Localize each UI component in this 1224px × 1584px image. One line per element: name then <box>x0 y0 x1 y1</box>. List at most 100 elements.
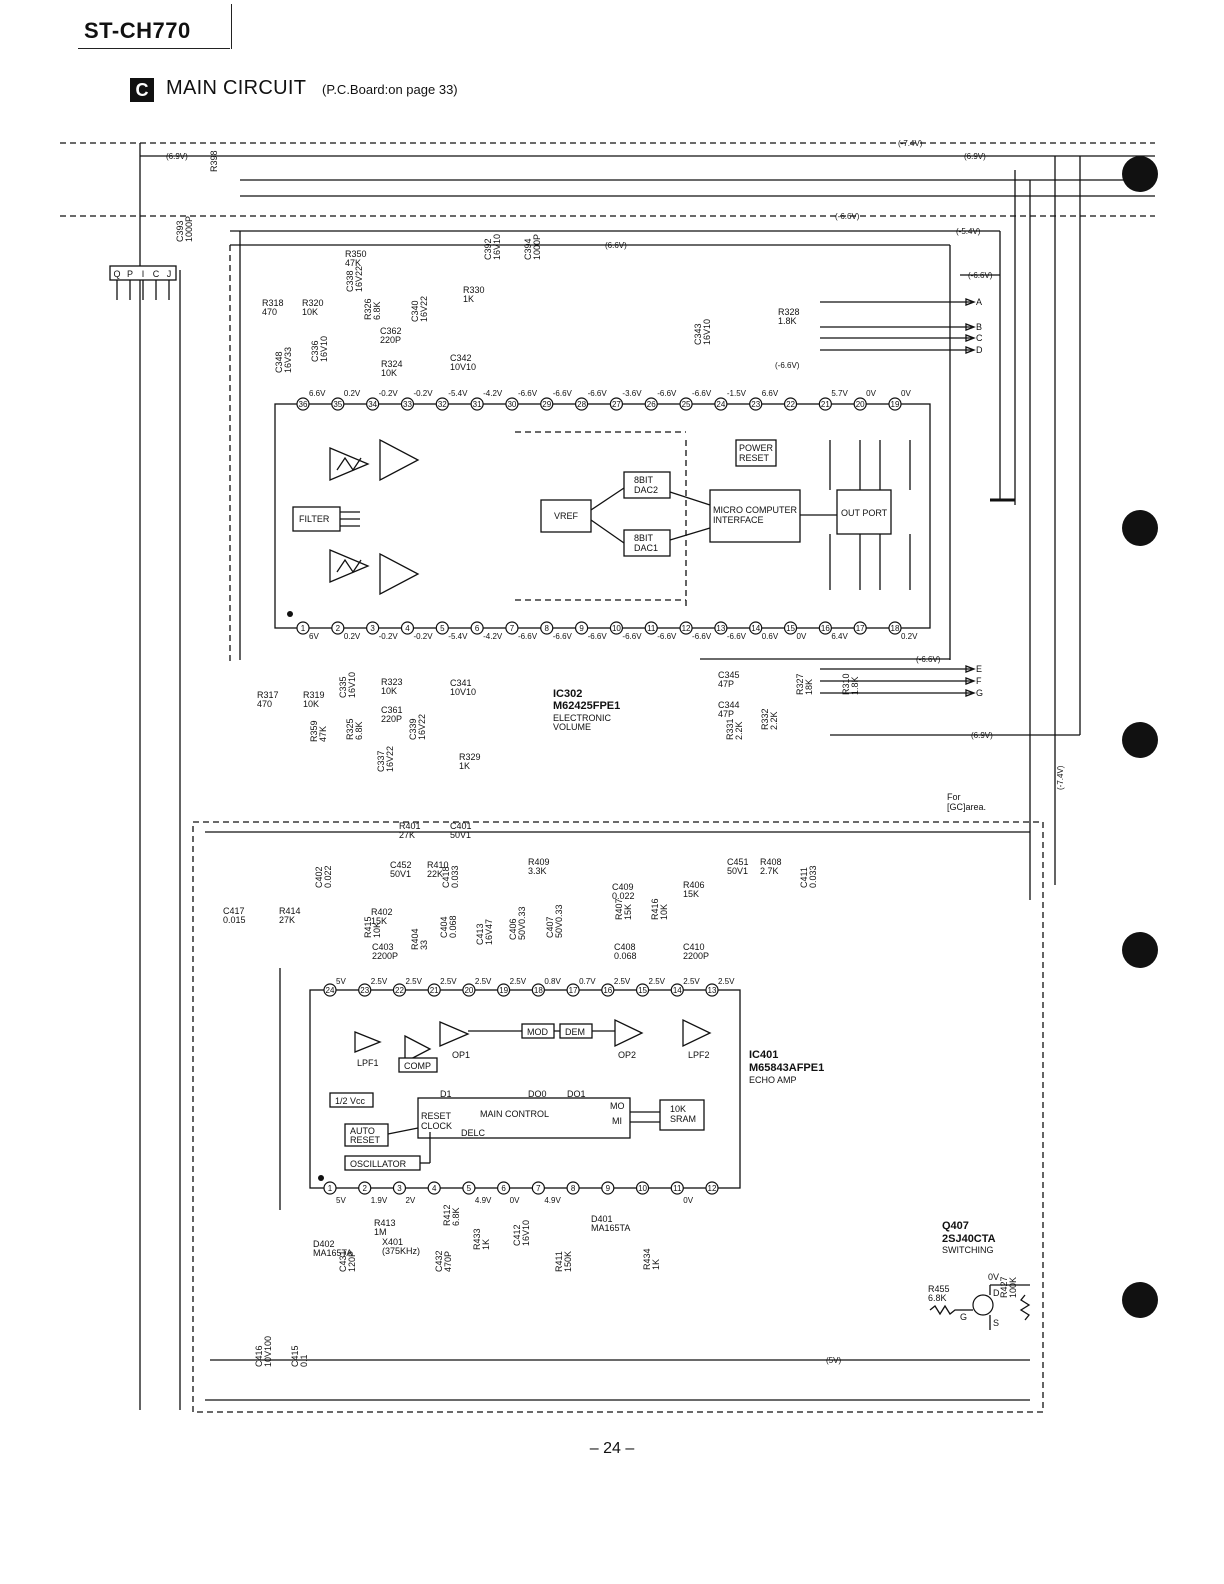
ic302-bot-pin-number: 5 <box>440 624 445 633</box>
ic302-top-pin-number: 30 <box>507 400 516 409</box>
ic302-outport-label: OUT PORT <box>841 508 888 518</box>
ic401-bot-pin-voltage: 1.9V <box>371 1196 388 1205</box>
ic302-top-pin-20 <box>853 397 867 411</box>
component-ref: C415 <box>290 1345 300 1367</box>
ic401-bot-pin-number: 9 <box>606 1184 611 1193</box>
ic401-bot-pin-voltage: 5V <box>336 1196 346 1205</box>
ic302-bot-pin-14 <box>749 621 763 635</box>
rail-label-5v: (5V) <box>826 1356 841 1365</box>
component-ref: R411 <box>554 1251 564 1272</box>
component-value: 220P <box>381 714 402 724</box>
ic302-bottom-pin-row: 16V20.2V3-0.2V4-0.2V5-5.4V6-4.2V7-6.6V8-… <box>296 621 918 641</box>
component-ref: R402 <box>371 907 393 917</box>
component-ref: R330 <box>463 285 485 295</box>
component-value: 6.8K <box>354 721 364 740</box>
q407-ov: 0V <box>988 1272 999 1282</box>
component-value: 150K <box>563 1251 573 1272</box>
component-value: 0.068 <box>614 951 637 961</box>
component-ref: C362 <box>380 326 402 336</box>
component-ref: C451 <box>727 857 749 867</box>
component-value: 16V33 <box>283 347 293 373</box>
ic302-top-pin-voltage: 0V <box>866 389 876 398</box>
component-ref: X401 <box>382 1237 403 1247</box>
ic302-top-pin-voltage: 0V <box>901 389 911 398</box>
component-value: 10K <box>372 922 382 938</box>
component-value: 16V22 <box>419 296 429 322</box>
section-badge: C <box>130 78 154 102</box>
ic302-power-reset-block <box>735 439 777 467</box>
component-ref: R427 <box>999 1276 1009 1298</box>
ic302-bot-pin-number: 17 <box>856 624 865 633</box>
page-number: – 24 – <box>589 1440 635 1457</box>
ic302-top-pin-voltage: -6.6V <box>553 389 573 398</box>
component-value: 1M <box>374 1227 387 1237</box>
ic401-bot-pin-5 <box>462 1181 476 1195</box>
ic401-top-pin-13 <box>705 983 719 997</box>
ic401-bot-pin-number: 7 <box>536 1184 541 1193</box>
component-ref: C416 <box>254 1345 264 1367</box>
component-value: 15K <box>623 904 633 920</box>
component-ref: R323 <box>381 677 403 687</box>
component-value: MA165TA <box>591 1223 630 1233</box>
ic401-bot-pin-number: 1 <box>328 1184 333 1193</box>
ic401-reset-label: RESET <box>350 1135 381 1145</box>
component-value: 33 <box>419 940 429 950</box>
component-value: 1K <box>651 1259 661 1270</box>
component-ref: C337 <box>376 750 386 772</box>
component-value: 120P <box>347 1251 357 1272</box>
component-value: 50V0.33 <box>517 906 527 940</box>
ic302-top-pin-29 <box>540 397 554 411</box>
ic302-top-pin-number: 32 <box>438 400 447 409</box>
rail-label-69c: (6.9V) <box>971 731 993 740</box>
component-ref: R329 <box>459 752 481 762</box>
ic302-top-pin-voltage: -3.6V <box>622 389 642 398</box>
port-label-g: G <box>976 688 983 698</box>
component-value: 16V22 <box>385 746 395 772</box>
component-ref: R328 <box>778 307 800 317</box>
component-value: 6.8K <box>451 1207 461 1226</box>
ic401-top-pin-voltage: 2.5V <box>371 977 388 986</box>
ic302-top-pin-number: 25 <box>682 400 691 409</box>
ic302-power-label: POWER <box>739 443 774 453</box>
component-value: 1000P <box>532 234 542 260</box>
port-label-c: C <box>976 333 983 343</box>
ic401-mo-label: MO <box>610 1101 625 1111</box>
ic401-bot-pin-number: 10 <box>638 1184 647 1193</box>
ic401-top-pin-number: 16 <box>603 986 612 995</box>
ic401-auto-reset-block <box>344 1123 389 1147</box>
q407-d: D <box>993 1288 1000 1298</box>
ic401-bot-pin-number: 11 <box>673 1184 682 1193</box>
component-value: 50V1 <box>390 869 411 879</box>
ic302-mci-block <box>709 489 801 543</box>
ic302-top-pin-36 <box>296 397 310 411</box>
ic302-bot-pin-15 <box>783 621 798 635</box>
ic302-body <box>274 403 931 629</box>
ic401-top-pin-number: 22 <box>395 986 404 995</box>
component-value: 16V10 <box>521 1220 531 1246</box>
component-ref: C348 <box>274 351 284 373</box>
ic401-top-pin-24 <box>323 983 337 997</box>
component-value: 100K <box>1008 1277 1018 1298</box>
ic401-sram-block <box>659 1099 705 1131</box>
ic302-bot-pin-13 <box>714 621 728 635</box>
echo-section-frame <box>192 821 1044 1413</box>
ic302-desc2: VOLUME <box>553 722 591 732</box>
connector-pin-p: P <box>127 269 133 279</box>
